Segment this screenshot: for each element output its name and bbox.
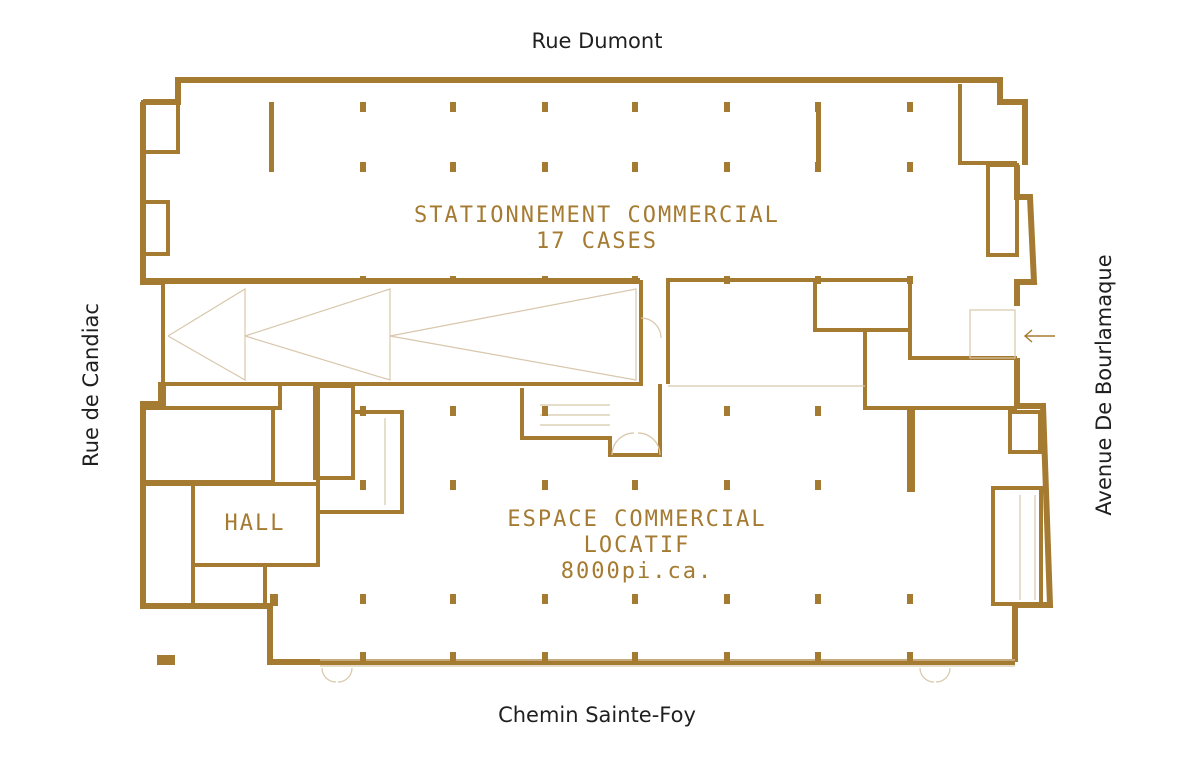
street-label-west: Rue de Candiac bbox=[79, 303, 103, 467]
structural-column bbox=[542, 162, 548, 172]
southeast-stair bbox=[991, 486, 1043, 606]
structural-column bbox=[360, 406, 366, 416]
street-label-north: Rue Dumont bbox=[532, 29, 663, 53]
east-wall-middle bbox=[1012, 358, 1054, 662]
structural-column bbox=[724, 594, 730, 604]
detail-lines bbox=[167, 287, 1036, 683]
structural-column bbox=[907, 162, 913, 172]
ramp-enclosure bbox=[161, 280, 643, 386]
north-wall bbox=[143, 77, 1028, 165]
east-office-block bbox=[815, 278, 912, 330]
structural-column bbox=[724, 276, 730, 284]
door-swing-south-west bbox=[321, 667, 353, 683]
street-label-east: Avenue De Bourlamaque bbox=[1092, 254, 1116, 515]
east-corridor bbox=[863, 330, 1017, 410]
structural-column bbox=[270, 594, 278, 606]
street-label-south: Chemin Sainte-Foy bbox=[498, 703, 696, 727]
structural-column bbox=[724, 102, 730, 112]
structural-column bbox=[907, 594, 913, 604]
structural-column bbox=[724, 480, 730, 490]
door-swing-south-east bbox=[919, 667, 951, 683]
structural-column bbox=[450, 594, 456, 604]
structural-column bbox=[542, 276, 548, 284]
core-stair bbox=[318, 410, 404, 514]
west-vestibule bbox=[158, 382, 282, 410]
door-swing-central bbox=[611, 432, 661, 456]
structural-column bbox=[542, 406, 548, 416]
structural-column bbox=[360, 162, 366, 172]
column-grid bbox=[157, 102, 915, 665]
structural-column bbox=[907, 102, 913, 112]
east-wall-upper bbox=[1014, 165, 1038, 306]
commercial-label-line1: ESPACE COMMERCIAL bbox=[507, 507, 766, 532]
elevator-core bbox=[313, 384, 355, 480]
hall-label: HALL bbox=[225, 511, 286, 536]
west-room bbox=[141, 406, 275, 484]
west-shaft bbox=[141, 200, 170, 256]
structural-column bbox=[360, 480, 366, 490]
structural-column bbox=[542, 480, 548, 490]
northeast-stair bbox=[986, 163, 1019, 257]
ramp-lines-3 bbox=[389, 288, 637, 381]
structural-column bbox=[632, 594, 638, 604]
structural-column bbox=[450, 162, 456, 172]
commercial-label-line3: 8000pi.ca. bbox=[561, 559, 713, 584]
east-entrance-vestibule bbox=[969, 309, 1016, 359]
structural-column bbox=[816, 102, 821, 172]
structural-column bbox=[360, 102, 366, 112]
central-partition bbox=[666, 278, 1017, 384]
structural-column bbox=[542, 594, 548, 604]
door-swing-ramp bbox=[640, 317, 662, 339]
central-stair-enclosure bbox=[520, 384, 662, 457]
structural-column bbox=[907, 652, 913, 664]
structural-column bbox=[632, 102, 638, 112]
hall-enclosure bbox=[143, 482, 267, 606]
structural-column bbox=[815, 276, 821, 284]
structural-column bbox=[269, 102, 274, 172]
commercial-label-line2: LOCATIF bbox=[584, 533, 691, 558]
south-wall bbox=[140, 384, 1015, 665]
structural-column bbox=[815, 594, 821, 604]
structural-column bbox=[632, 480, 638, 490]
structural-column bbox=[632, 652, 638, 664]
structural-column bbox=[542, 652, 548, 664]
structural-column bbox=[157, 655, 175, 665]
structural-column bbox=[360, 276, 366, 284]
structural-column bbox=[450, 102, 456, 112]
structural-column bbox=[360, 652, 366, 664]
structural-column bbox=[724, 652, 730, 664]
structural-column bbox=[724, 406, 730, 416]
parking-label-line1: STATIONNEMENT COMMERCIAL bbox=[414, 203, 780, 228]
ramp-lines-2 bbox=[244, 288, 391, 381]
structural-column bbox=[815, 652, 821, 664]
structural-column bbox=[815, 480, 821, 490]
structural-column bbox=[360, 594, 366, 604]
structural-column bbox=[450, 652, 456, 664]
structural-column bbox=[450, 406, 456, 416]
lobby-partition bbox=[265, 386, 320, 567]
arrow-left-icon bbox=[1023, 329, 1055, 343]
parking-label-line2: 17 CASES bbox=[536, 229, 658, 254]
structural-column bbox=[815, 406, 821, 416]
structural-column bbox=[907, 410, 915, 492]
structural-column bbox=[632, 276, 638, 284]
structural-column bbox=[542, 102, 548, 112]
structural-column bbox=[632, 162, 638, 172]
east-small-room bbox=[1008, 410, 1042, 454]
ramp-lines bbox=[167, 287, 246, 382]
structural-column bbox=[450, 276, 456, 284]
structural-column bbox=[907, 276, 913, 284]
northwest-service-room bbox=[141, 100, 180, 154]
structural-column bbox=[450, 480, 456, 490]
northeast-service-room bbox=[958, 84, 1017, 165]
structural-column bbox=[724, 162, 730, 172]
